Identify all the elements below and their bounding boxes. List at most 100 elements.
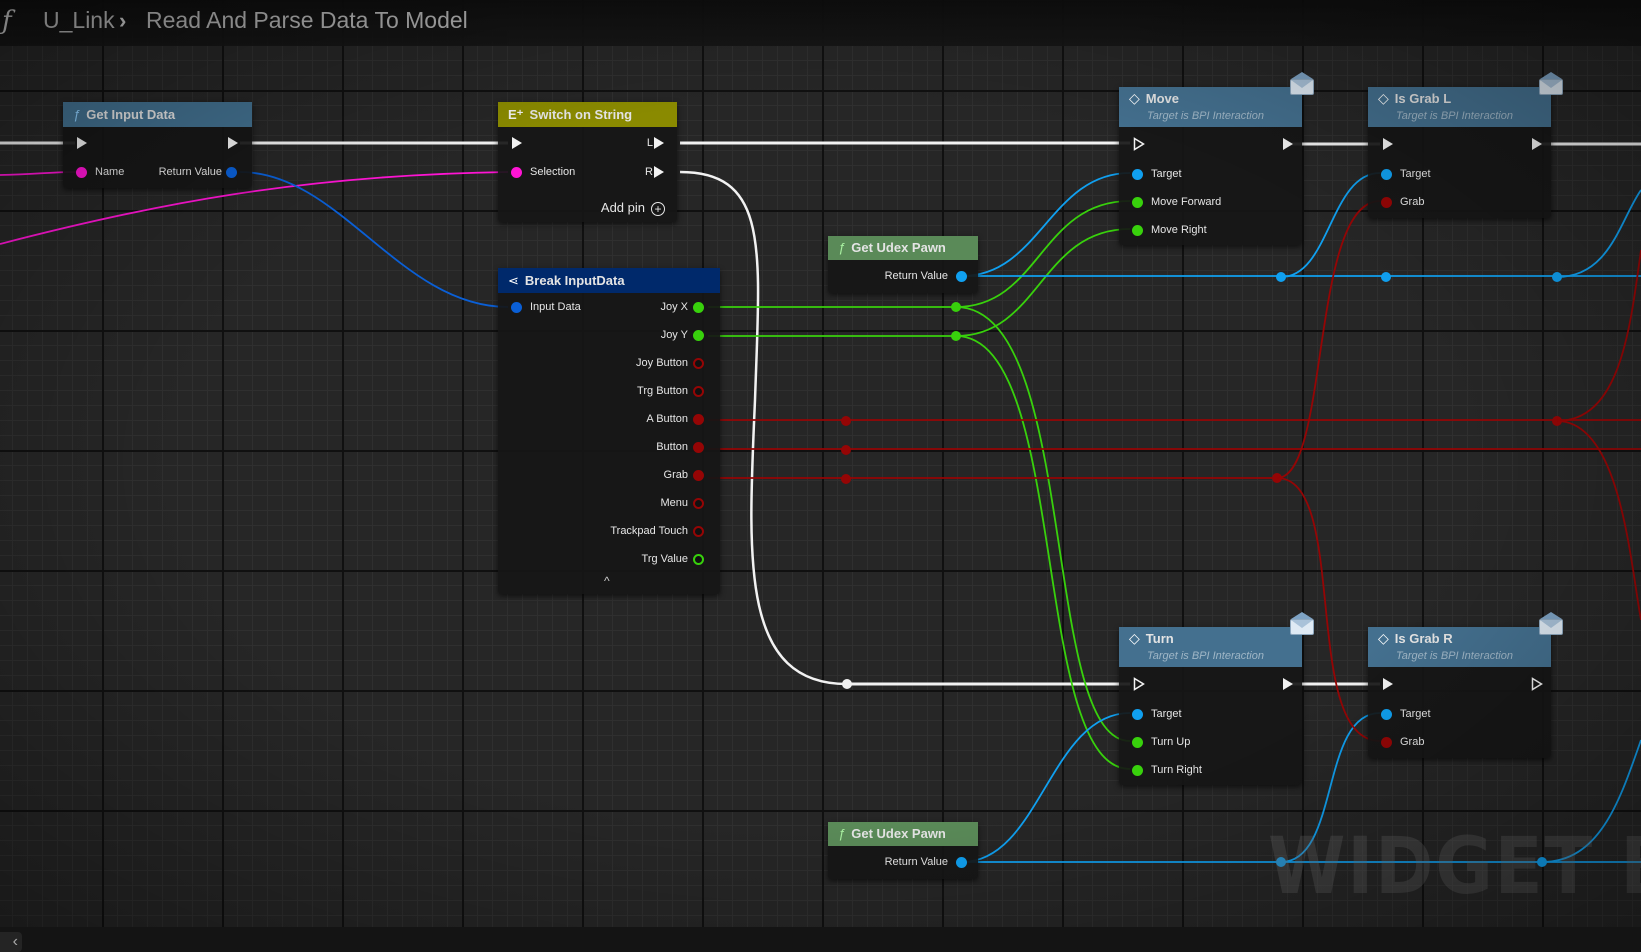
exec-in-pin[interactable] (512, 137, 522, 149)
target-pin[interactable] (1132, 169, 1143, 180)
pin-label-r: R (645, 166, 653, 178)
pin-label-name: Name (95, 166, 125, 178)
pin-label-grab: Grab (1400, 196, 1425, 208)
exec-in-pin[interactable] (1133, 137, 1145, 156)
breadcrumb-function: Read And Parse Data To Model (146, 7, 468, 33)
exec-in-pin[interactable] (1382, 677, 1394, 696)
move-forward-pin[interactable] (1132, 197, 1143, 208)
grab-pin[interactable] (1381, 197, 1392, 208)
pin-label-trg-value: Trg Value (641, 553, 688, 565)
exec-out-r-pin[interactable] (654, 166, 664, 178)
exec-out-pin[interactable] (1282, 677, 1294, 696)
add-pin-label: Add pin (600, 200, 645, 215)
pin-label-trackpad-touch: Trackpad Touch (610, 525, 688, 537)
target-pin[interactable] (1381, 169, 1392, 180)
interface-message-icon: ◇ (1378, 90, 1389, 106)
node-header: ⋖ Break InputData (498, 268, 720, 293)
function-icon: ƒ (2, 6, 12, 36)
node-header: ◇Move Target is BPI Interaction (1119, 87, 1302, 127)
pin-label-target: Target (1151, 168, 1182, 180)
menu-pin[interactable] (693, 498, 704, 509)
trackpad-touch-pin[interactable] (693, 526, 704, 537)
node-title: Get Input Data (86, 107, 176, 122)
node-header: ƒ Get Input Data (63, 102, 252, 127)
pin-label-return-value: Return Value (884, 270, 948, 282)
message-envelope-icon (1290, 612, 1314, 635)
node-title: Switch on String (529, 107, 633, 122)
add-pin-button[interactable]: Add pin + (601, 200, 665, 216)
interface-message-icon: ◇ (1378, 630, 1389, 646)
node-is-grab-r[interactable]: ◇Is Grab R Target is BPI Interaction Tar… (1368, 612, 1563, 758)
pin-label-joy-x: Joy X (660, 301, 688, 313)
pin-label-a-button: A Button (646, 413, 688, 425)
pin-label-move-right: Move Right (1151, 224, 1207, 236)
exec-out-pin[interactable] (228, 137, 238, 149)
pin-label-target: Target (1400, 168, 1431, 180)
function-icon: ƒ (838, 240, 846, 255)
button-pin[interactable] (693, 442, 704, 453)
collapse-caret-icon[interactable]: ^ (604, 574, 610, 588)
grab-pin[interactable] (1381, 737, 1392, 748)
node-title: Turn (1145, 631, 1174, 646)
pin-label-grab: Grab (1400, 736, 1425, 748)
pin-label-joy-button: Joy Button (636, 357, 688, 369)
return-value-pin[interactable] (956, 271, 967, 282)
exec-in-pin[interactable] (77, 137, 87, 149)
collapse-panel-button[interactable]: ‹ (0, 932, 22, 952)
node-switch-on-string[interactable]: E⁺Switch on String L Selection R Add pin… (498, 102, 677, 222)
plus-circle-icon: + (651, 202, 665, 216)
turn-right-pin[interactable] (1132, 765, 1143, 776)
node-subtitle: Target is BPI Interaction (1147, 110, 1264, 122)
message-envelope-icon (1290, 72, 1314, 95)
exec-out-pin[interactable] (1531, 137, 1543, 156)
pin-label-joy-y: Joy Y (660, 329, 688, 341)
joy-x-pin[interactable] (693, 302, 704, 313)
exec-out-pin[interactable] (1282, 137, 1294, 156)
input-data-pin[interactable] (511, 302, 522, 313)
exec-out-pin[interactable] (1531, 677, 1543, 696)
exec-out-l-pin[interactable] (654, 137, 664, 149)
trg-value-pin[interactable] (693, 554, 704, 565)
node-header: ◇Is Grab L Target is BPI Interaction (1368, 87, 1551, 127)
break-struct-icon: ⋖ (508, 273, 519, 288)
function-icon: ƒ (838, 826, 846, 841)
joy-button-pin[interactable] (693, 358, 704, 369)
node-header: ◇Is Grab R Target is BPI Interaction (1368, 627, 1551, 667)
breadcrumb-chevron-icon: › (119, 8, 127, 33)
interface-message-icon: ◇ (1129, 90, 1140, 106)
turn-up-pin[interactable] (1132, 737, 1143, 748)
node-title: Break InputData (524, 273, 625, 288)
joy-y-pin[interactable] (693, 330, 704, 341)
a-button-pin[interactable] (693, 414, 704, 425)
return-value-pin[interactable] (956, 857, 967, 868)
trg-button-pin[interactable] (693, 386, 704, 397)
target-pin[interactable] (1381, 709, 1392, 720)
function-icon: ƒ (73, 107, 81, 122)
return-value-pin[interactable] (226, 167, 237, 178)
pin-label-target: Target (1400, 708, 1431, 720)
breadcrumb-blueprint[interactable]: U_Link (43, 7, 115, 33)
node-is-grab-l[interactable]: ◇Is Grab L Target is BPI Interaction Tar… (1368, 72, 1563, 218)
interface-message-icon: ◇ (1129, 630, 1140, 646)
grab-pin[interactable] (693, 470, 704, 481)
pin-label-move-forward: Move Forward (1151, 196, 1222, 208)
pin-label-return-value: Return Value (884, 856, 948, 868)
exec-in-pin[interactable] (1133, 677, 1145, 696)
target-pin[interactable] (1132, 709, 1143, 720)
graph-header-bar: ƒ U_Link › Read And Parse Data To Model (0, 0, 1641, 46)
selection-pin[interactable] (511, 167, 522, 178)
pin-label-trg-button: Trg Button (637, 385, 688, 397)
node-title: Is Grab L (1394, 91, 1452, 106)
pin-label-grab: Grab (663, 469, 688, 481)
pin-label-l: L (646, 137, 653, 149)
move-right-pin[interactable] (1132, 225, 1143, 236)
exec-in-pin[interactable] (1382, 137, 1394, 156)
name-pin[interactable] (76, 167, 87, 178)
